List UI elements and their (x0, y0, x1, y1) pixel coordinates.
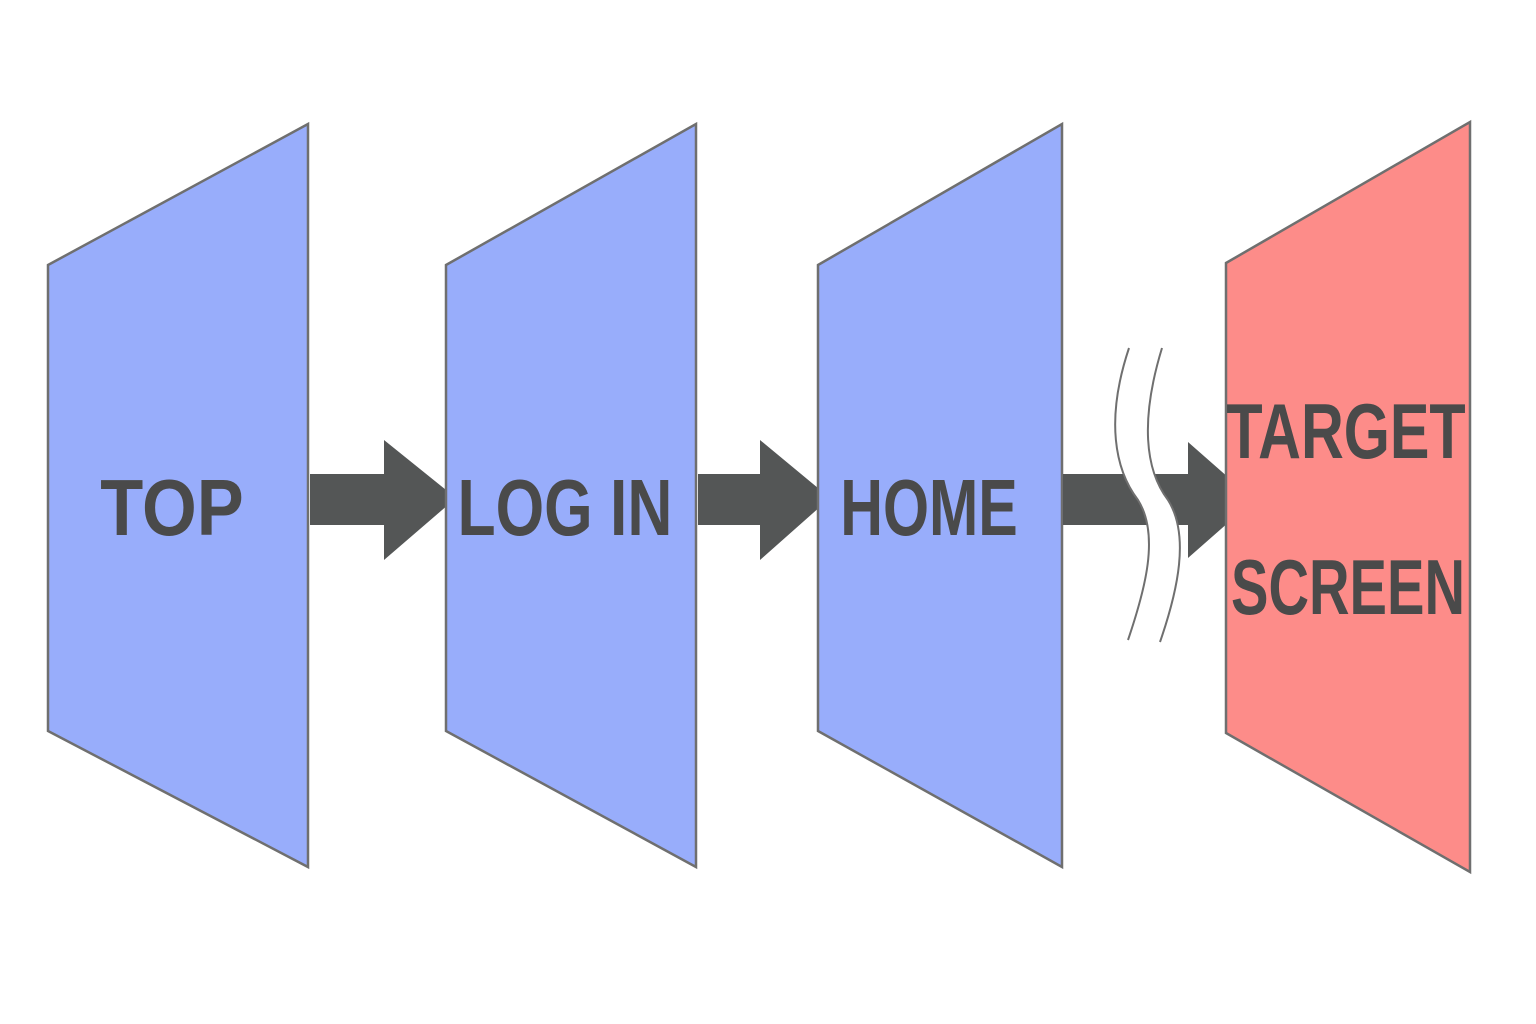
screen-target: TARGET SCREEN (1224, 119, 1472, 875)
arrow-top-to-login (310, 440, 456, 560)
screen-target-label-line1: TARGET (1226, 387, 1465, 475)
screen-login: LOG IN (444, 121, 698, 870)
arrow-login-to-home (698, 440, 830, 560)
screen-top: TOP (46, 121, 310, 870)
screen-login-label: LOG IN (458, 464, 673, 553)
screen-login-panel (444, 121, 698, 870)
screen-home: HOME (816, 121, 1064, 870)
arrow-home-to-target-head (1150, 442, 1254, 558)
screen-target-panel (1224, 119, 1472, 875)
screen-home-panel (816, 121, 1064, 870)
screen-home-label: HOME (840, 462, 1018, 552)
screen-target-label-line2: SCREEN (1231, 544, 1465, 631)
screen-top-label: TOP (100, 463, 243, 552)
arrow-home-to-target (1063, 347, 1254, 643)
omission-break-gap (1115, 348, 1180, 642)
omission-break-line-left (1114, 347, 1150, 641)
screen-top-panel (46, 121, 310, 870)
arrow-home-to-target-shaft-tail (1063, 474, 1150, 525)
omission-break-line-right (1146, 347, 1181, 643)
